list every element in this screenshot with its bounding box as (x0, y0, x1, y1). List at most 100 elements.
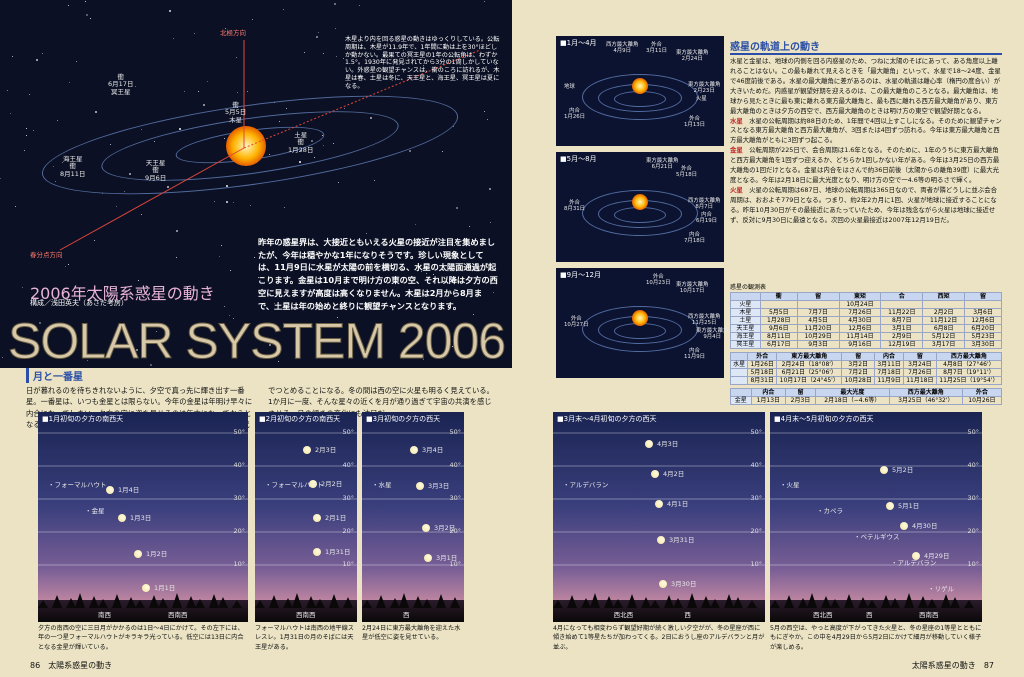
tree-silhouette (89, 596, 99, 608)
moon-date-label: 3月2日 (434, 524, 456, 532)
moon-icon (313, 514, 321, 522)
orbit-label: 外合 3月11日 (646, 42, 668, 55)
star-dot (140, 213, 142, 215)
star-dot (277, 361, 279, 363)
table-cell: 5月18日 (747, 368, 778, 377)
sky-chart-caption: 夕方の南西の空に三日月がかかるのは1日〜4日にかけて。その左下には、年の一つ星フ… (38, 625, 244, 651)
direction-label: 西南西 (168, 610, 188, 619)
orbit-label: 外合 10月23日 (646, 274, 671, 287)
star-dot (95, 110, 98, 113)
star-dot (232, 201, 234, 203)
table-cell: 5月5日 (759, 308, 798, 317)
tree-silhouette (450, 597, 460, 608)
star-dot (75, 61, 77, 63)
table-cell: 11月22日 (880, 308, 924, 317)
star-dot (206, 81, 208, 83)
direction-label: 西北西 (613, 610, 634, 619)
star-dot (168, 10, 171, 13)
tree-silhouette (553, 600, 563, 608)
sky-chart-caption: 5月の西空は、やっと高度が下がってきた火星と、冬の星座の1等星とともにもにぎやか… (770, 625, 982, 651)
moon-icon (645, 440, 653, 448)
sun (226, 126, 266, 166)
table-cell: 10月26日 (961, 396, 1003, 405)
altitude-line (553, 564, 765, 566)
direction-label: 西南西 (296, 610, 316, 619)
star-dot (218, 255, 220, 257)
star-dot (122, 346, 124, 348)
tree-silhouette (255, 600, 265, 608)
star-dot (179, 127, 182, 130)
moon-date-label: 3月4日 (422, 446, 444, 454)
section-left-title: 月と一番星 (26, 368, 496, 383)
star-dot (153, 140, 155, 142)
altitude-label: 20° (449, 527, 461, 535)
table-cell: 3月30日 (964, 340, 1002, 349)
tree-silhouette (844, 594, 854, 608)
tree-silhouette (830, 599, 840, 608)
star-label: ・水星 (372, 481, 392, 489)
tree-silhouette (613, 599, 623, 608)
label-neptune-opp: 衝 6月17日 冥王星 (108, 73, 134, 96)
orbit-label: 東方最大離角 9月4日 (696, 328, 729, 341)
table-cell (729, 376, 749, 385)
star-dot (183, 91, 185, 93)
star-dot (39, 321, 42, 324)
table-cell: 冥王星 (730, 340, 761, 349)
table-cell: 2月2日 (922, 308, 966, 317)
altitude-label: 30° (967, 494, 979, 502)
table-header: 外合 (747, 352, 778, 361)
moon-date-label: 1月2日 (146, 550, 168, 558)
tree-silhouette (172, 593, 182, 608)
star-dot (493, 326, 495, 328)
altitude-label: 10° (750, 560, 762, 568)
altitude-line (255, 498, 357, 500)
star-dot (343, 107, 345, 109)
tree-silhouette (881, 595, 891, 608)
star-dot (86, 290, 88, 292)
section-right-mercury: 水星 水星の公転周期は約88日のため、1年間で4回以上すこしになる。そのために観… (730, 117, 1002, 147)
altitude-line (255, 531, 357, 533)
table-cell: 9月16日 (838, 340, 882, 349)
hero-caption: 木星より内を回る惑星の動きはゆっくりしている。公転周期は、木星が11.9年で、1… (345, 36, 500, 90)
moon-date-label: 3月31日 (669, 536, 695, 544)
tree-silhouette (627, 594, 637, 608)
altitude-line (255, 432, 357, 434)
altitude-line (362, 531, 464, 533)
table-cell: 9月6日 (759, 324, 798, 333)
direction-label: 西南西 (919, 610, 939, 619)
table-cell: 4月8日（27°46'） (935, 360, 1003, 369)
star-dot (321, 135, 323, 137)
table-cell: 12月19日 (880, 340, 924, 349)
star-dot (397, 252, 399, 254)
tree-silhouette (186, 596, 196, 608)
tree-silhouette (126, 597, 136, 608)
table-header (730, 292, 761, 301)
star-dot (425, 272, 427, 274)
orbit-diagram: ■5月〜8月東方最大離角 6月21日外合 5月18日西方最大離角 8月7日内合 … (556, 152, 724, 262)
moon-icon (655, 500, 663, 508)
orbit-diagram-title: ■5月〜8月 (560, 155, 597, 163)
moon-date-label: 3月3日 (428, 482, 450, 490)
orbit-label: 東方最大離角 2月24日 (676, 50, 709, 63)
tree-silhouette (292, 593, 302, 608)
mars-text: 火星の公転周期は687日、地球の公転周期は365日なので、両者が隣どうしに並ぶ会… (730, 185, 997, 224)
star-dot (35, 58, 38, 61)
altitude-label: 30° (449, 494, 461, 502)
star-dot (251, 18, 253, 20)
orbit-label: 外合 5月18日 (676, 166, 698, 179)
star-dot (423, 65, 425, 67)
star-dot (484, 110, 486, 112)
altitude-line (255, 564, 357, 566)
star-dot (415, 224, 417, 226)
table-cell: 8月7日 (880, 316, 924, 325)
star-dot (232, 318, 234, 320)
table-cell: 11月25日（19°54'） (935, 376, 1003, 385)
altitude-line (770, 432, 982, 434)
tree-silhouette (701, 596, 711, 608)
star-dot (311, 140, 314, 143)
star-dot (85, 1, 87, 3)
